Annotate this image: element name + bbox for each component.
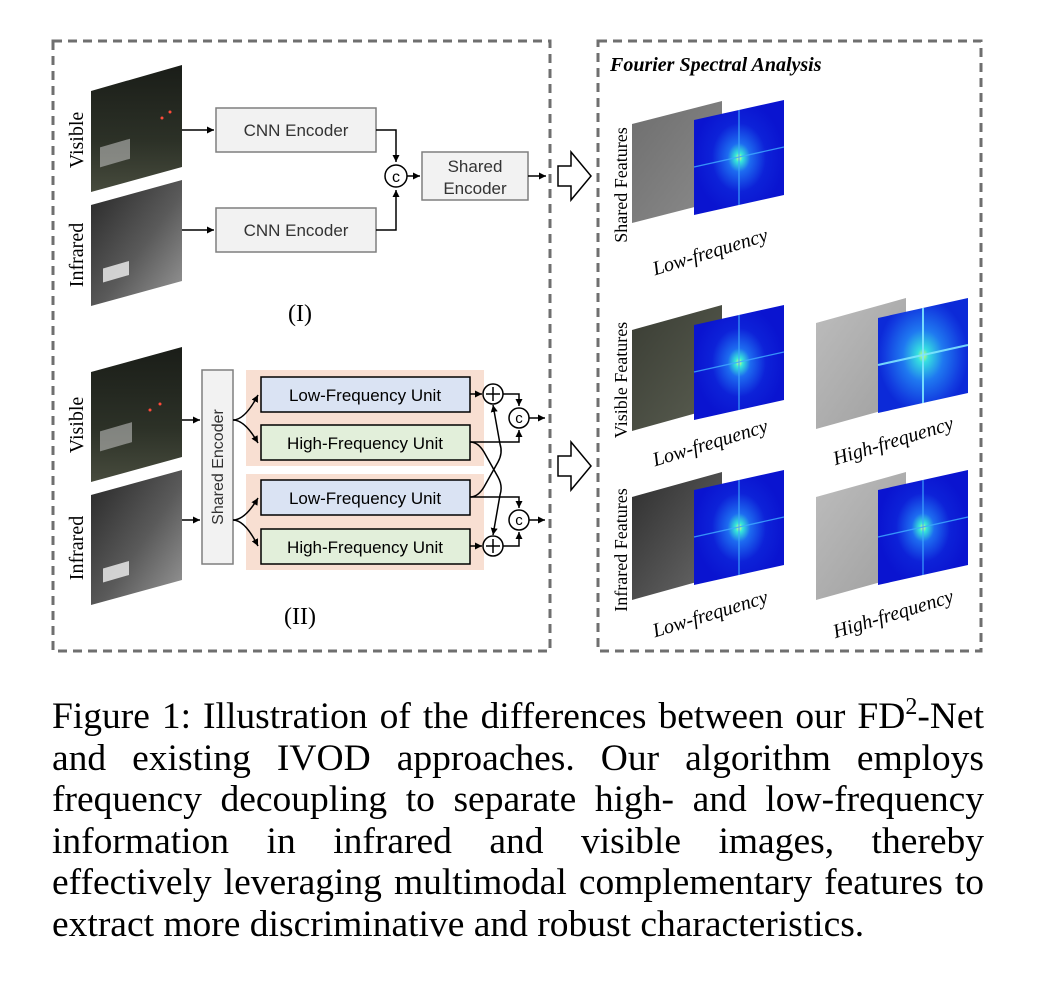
infrared-image-i [91, 180, 182, 306]
panel-i: Visible Infrared CNN Encoder CNN Encoder… [66, 65, 546, 327]
shared-low-spectrum [693, 99, 785, 216]
visible-label-ii: Visible [66, 397, 88, 454]
infrared-high-label: High-frequency [829, 585, 956, 643]
visible-image-i [91, 65, 182, 192]
spectral-title: Fourier Spectral Analysis [609, 54, 822, 76]
hollow-arrow-top [557, 149, 592, 203]
shared-low-label: Low-frequency [649, 224, 771, 280]
concat-symbol-ii-top: c [515, 410, 523, 427]
infrared-features-row: Infrared Features Low-frequency High-fre… [611, 469, 969, 643]
cnn-encoder-bottom-label: CNN Encoder [244, 221, 349, 240]
visible-features-label: Visible Features [611, 322, 631, 438]
arrow-cnn-top-to-concat [376, 129, 400, 162]
figure-diagram: Visible Infrared CNN Encoder CNN Encoder… [51, 39, 983, 653]
arrow-cnn-bottom-to-concat [376, 190, 400, 231]
infrared-label-ii: Infrared [66, 516, 88, 580]
high-top-to-concat [470, 430, 523, 443]
caption-prefix: Figure 1: Illustration of the difference… [52, 696, 906, 737]
right-panel-border [596, 39, 983, 653]
add-bottom-to-concat [503, 532, 523, 547]
caption-superscript: 2 [905, 694, 918, 720]
figure-caption: Figure 1: Illustration of the difference… [52, 694, 984, 946]
add-node-top [482, 383, 504, 405]
visible-features-row: Visible Features Low-frequency High-freq… [611, 297, 969, 472]
infrared-low-label: Low-frequency [649, 586, 771, 642]
add-node-bottom [482, 535, 504, 557]
hollow-arrow-bottom [557, 439, 592, 493]
cross-low-bottom-to-add-top [469, 404, 502, 498]
low-unit-bottom-label: Low-Frequency Unit [289, 489, 441, 508]
infrared-features-label: Infrared Features [611, 488, 631, 611]
visible-low-label: Low-frequency [649, 415, 771, 471]
branch-bottom-high [232, 519, 259, 547]
cnn-encoder-top-box [215, 107, 377, 153]
shared-encoder-ii-label: Shared Encoder [210, 409, 227, 525]
shared-encoder-i-line2: Encoder [443, 179, 507, 198]
visible-low-spectrum [693, 304, 785, 421]
branch-top-high [232, 419, 259, 444]
infrared-low-spectrum [693, 469, 785, 586]
visible-image-ii [91, 347, 182, 482]
shared-features-row: Shared Features Low-frequency [611, 99, 785, 281]
panel-ii: Visible Infrared Shared Encoder Low-Freq… [66, 347, 545, 630]
add-top-to-concat [503, 393, 523, 406]
concat-symbol-i: c [392, 169, 400, 186]
low-unit-bottom-box [260, 479, 471, 516]
low-unit-top-box [260, 376, 471, 413]
shared-features-label: Shared Features [611, 127, 631, 242]
high-unit-top-label: High-Frequency Unit [287, 434, 443, 453]
cnn-encoder-bottom-box [215, 207, 377, 253]
cnn-encoder-top-label: CNN Encoder [244, 121, 349, 140]
visible-high-label: High-frequency [829, 412, 956, 470]
left-panel-border [51, 39, 552, 653]
low-bottom-to-concat [470, 496, 523, 508]
infrared-high-spectrum [877, 469, 969, 586]
low-unit-top-label: Low-Frequency Unit [289, 386, 441, 405]
panel-ii-label: (II) [284, 604, 316, 630]
visible-label-i: Visible [66, 112, 88, 169]
cross-high-top-to-add-bottom [469, 441, 502, 536]
shared-encoder-i-line1: Shared [448, 157, 503, 176]
panel-i-label: (I) [288, 301, 312, 327]
infrared-image-ii [91, 470, 182, 605]
visible-high-spectrum [877, 297, 969, 414]
shared-encoder-ii-box [201, 369, 234, 565]
shared-encoder-i-box [421, 151, 529, 201]
concat-symbol-ii-bottom: c [515, 512, 523, 529]
high-unit-bottom-label: High-Frequency Unit [287, 538, 443, 557]
infrared-label-i: Infrared [66, 223, 88, 287]
caption-body: -Net and existing IVOD approaches. Our a… [52, 696, 984, 945]
high-unit-top-box [260, 424, 471, 461]
high-unit-bottom-box [260, 528, 471, 565]
